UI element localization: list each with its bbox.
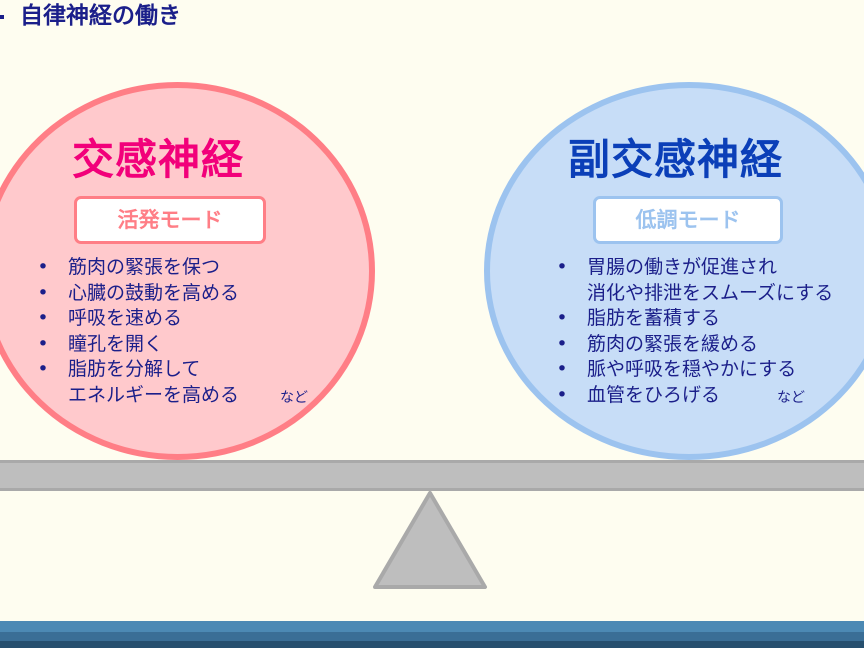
list-item-text: 呼吸を速める	[68, 307, 183, 329]
list-item: • 瞳孔を開く	[36, 332, 239, 358]
bullet-icon: •	[37, 307, 49, 329]
list-item: • 呼吸を速める	[36, 306, 239, 332]
sympathetic-heading: 交感神経	[72, 135, 245, 184]
bullet-icon: •	[556, 332, 568, 355]
sympathetic-circle	[0, 82, 375, 460]
list-item: • 心臓の鼓動を高める	[36, 281, 239, 307]
bullet-icon: •	[37, 332, 49, 355]
list-item: • 筋肉の緊張を保つ	[36, 255, 239, 281]
sympathetic-effects-list: • 筋肉の緊張を保つ • 心臓の鼓動を高める • 呼吸を速める • 瞳孔を開く • 脂肪を分解して…	[36, 255, 239, 408]
title-bullet	[0, 15, 4, 19]
list-item-text: 筋肉の緊張を緩める	[587, 332, 759, 355]
balance-beam	[0, 460, 864, 491]
bullet-icon: •	[556, 383, 568, 406]
list-item-text: エネルギーを高める	[68, 383, 240, 406]
bullet-icon: •	[556, 307, 568, 329]
parasympathetic-etc: など	[777, 390, 805, 406]
list-item: • 血管をひろげる	[555, 383, 833, 409]
list-item: • 脈や呼吸を穏やかにする	[555, 357, 833, 383]
list-item: • 筋肉の緊張を緩める	[555, 332, 833, 358]
footer-band	[0, 621, 864, 632]
sympathetic-etc: など	[280, 390, 308, 406]
footer-band	[0, 641, 864, 648]
footer-band	[0, 632, 864, 641]
list-item-text: 脈や呼吸を穏やかにする	[587, 358, 797, 380]
parasympathetic-mode-label: 低調モード	[593, 196, 783, 244]
list-item-text: 消化や排泄をスムーズにする	[587, 281, 834, 304]
list-item: • 脂肪を分解してエネルギーを高める	[36, 357, 239, 408]
list-item-text: 心臓の鼓動を高める	[68, 281, 240, 304]
sympathetic-mode-label: 活発モード	[74, 196, 266, 244]
list-item: • 脂肪を蓄積する	[555, 306, 833, 332]
bullet-icon: •	[556, 256, 568, 278]
parasympathetic-circle	[484, 82, 864, 460]
list-item-text: 瞳孔を開く	[68, 332, 164, 355]
page-title: 自律神経の働き	[20, 3, 181, 29]
list-item-text: 脂肪を蓄積する	[587, 307, 721, 329]
balance-fulcrum	[373, 491, 487, 589]
parasympathetic-heading: 副交感神経	[568, 135, 784, 184]
bullet-icon: •	[37, 281, 49, 304]
list-item: • 胃腸の働きが促進され消化や排泄をスムーズにする	[555, 255, 833, 306]
list-item-text: 胃腸の働きが促進され	[587, 256, 778, 278]
bullet-icon: •	[37, 256, 49, 278]
list-item-text: 脂肪を分解して	[68, 358, 201, 380]
list-item-text: 筋肉の緊張を保つ	[68, 256, 221, 278]
bullet-icon: •	[37, 358, 49, 380]
list-item-text: 血管をひろげる	[587, 383, 721, 406]
parasympathetic-effects-list: • 胃腸の働きが促進され消化や排泄をスムーズにする • 脂肪を蓄積する • 筋肉の緊張を緩…	[555, 255, 833, 408]
bullet-icon: •	[556, 358, 568, 380]
